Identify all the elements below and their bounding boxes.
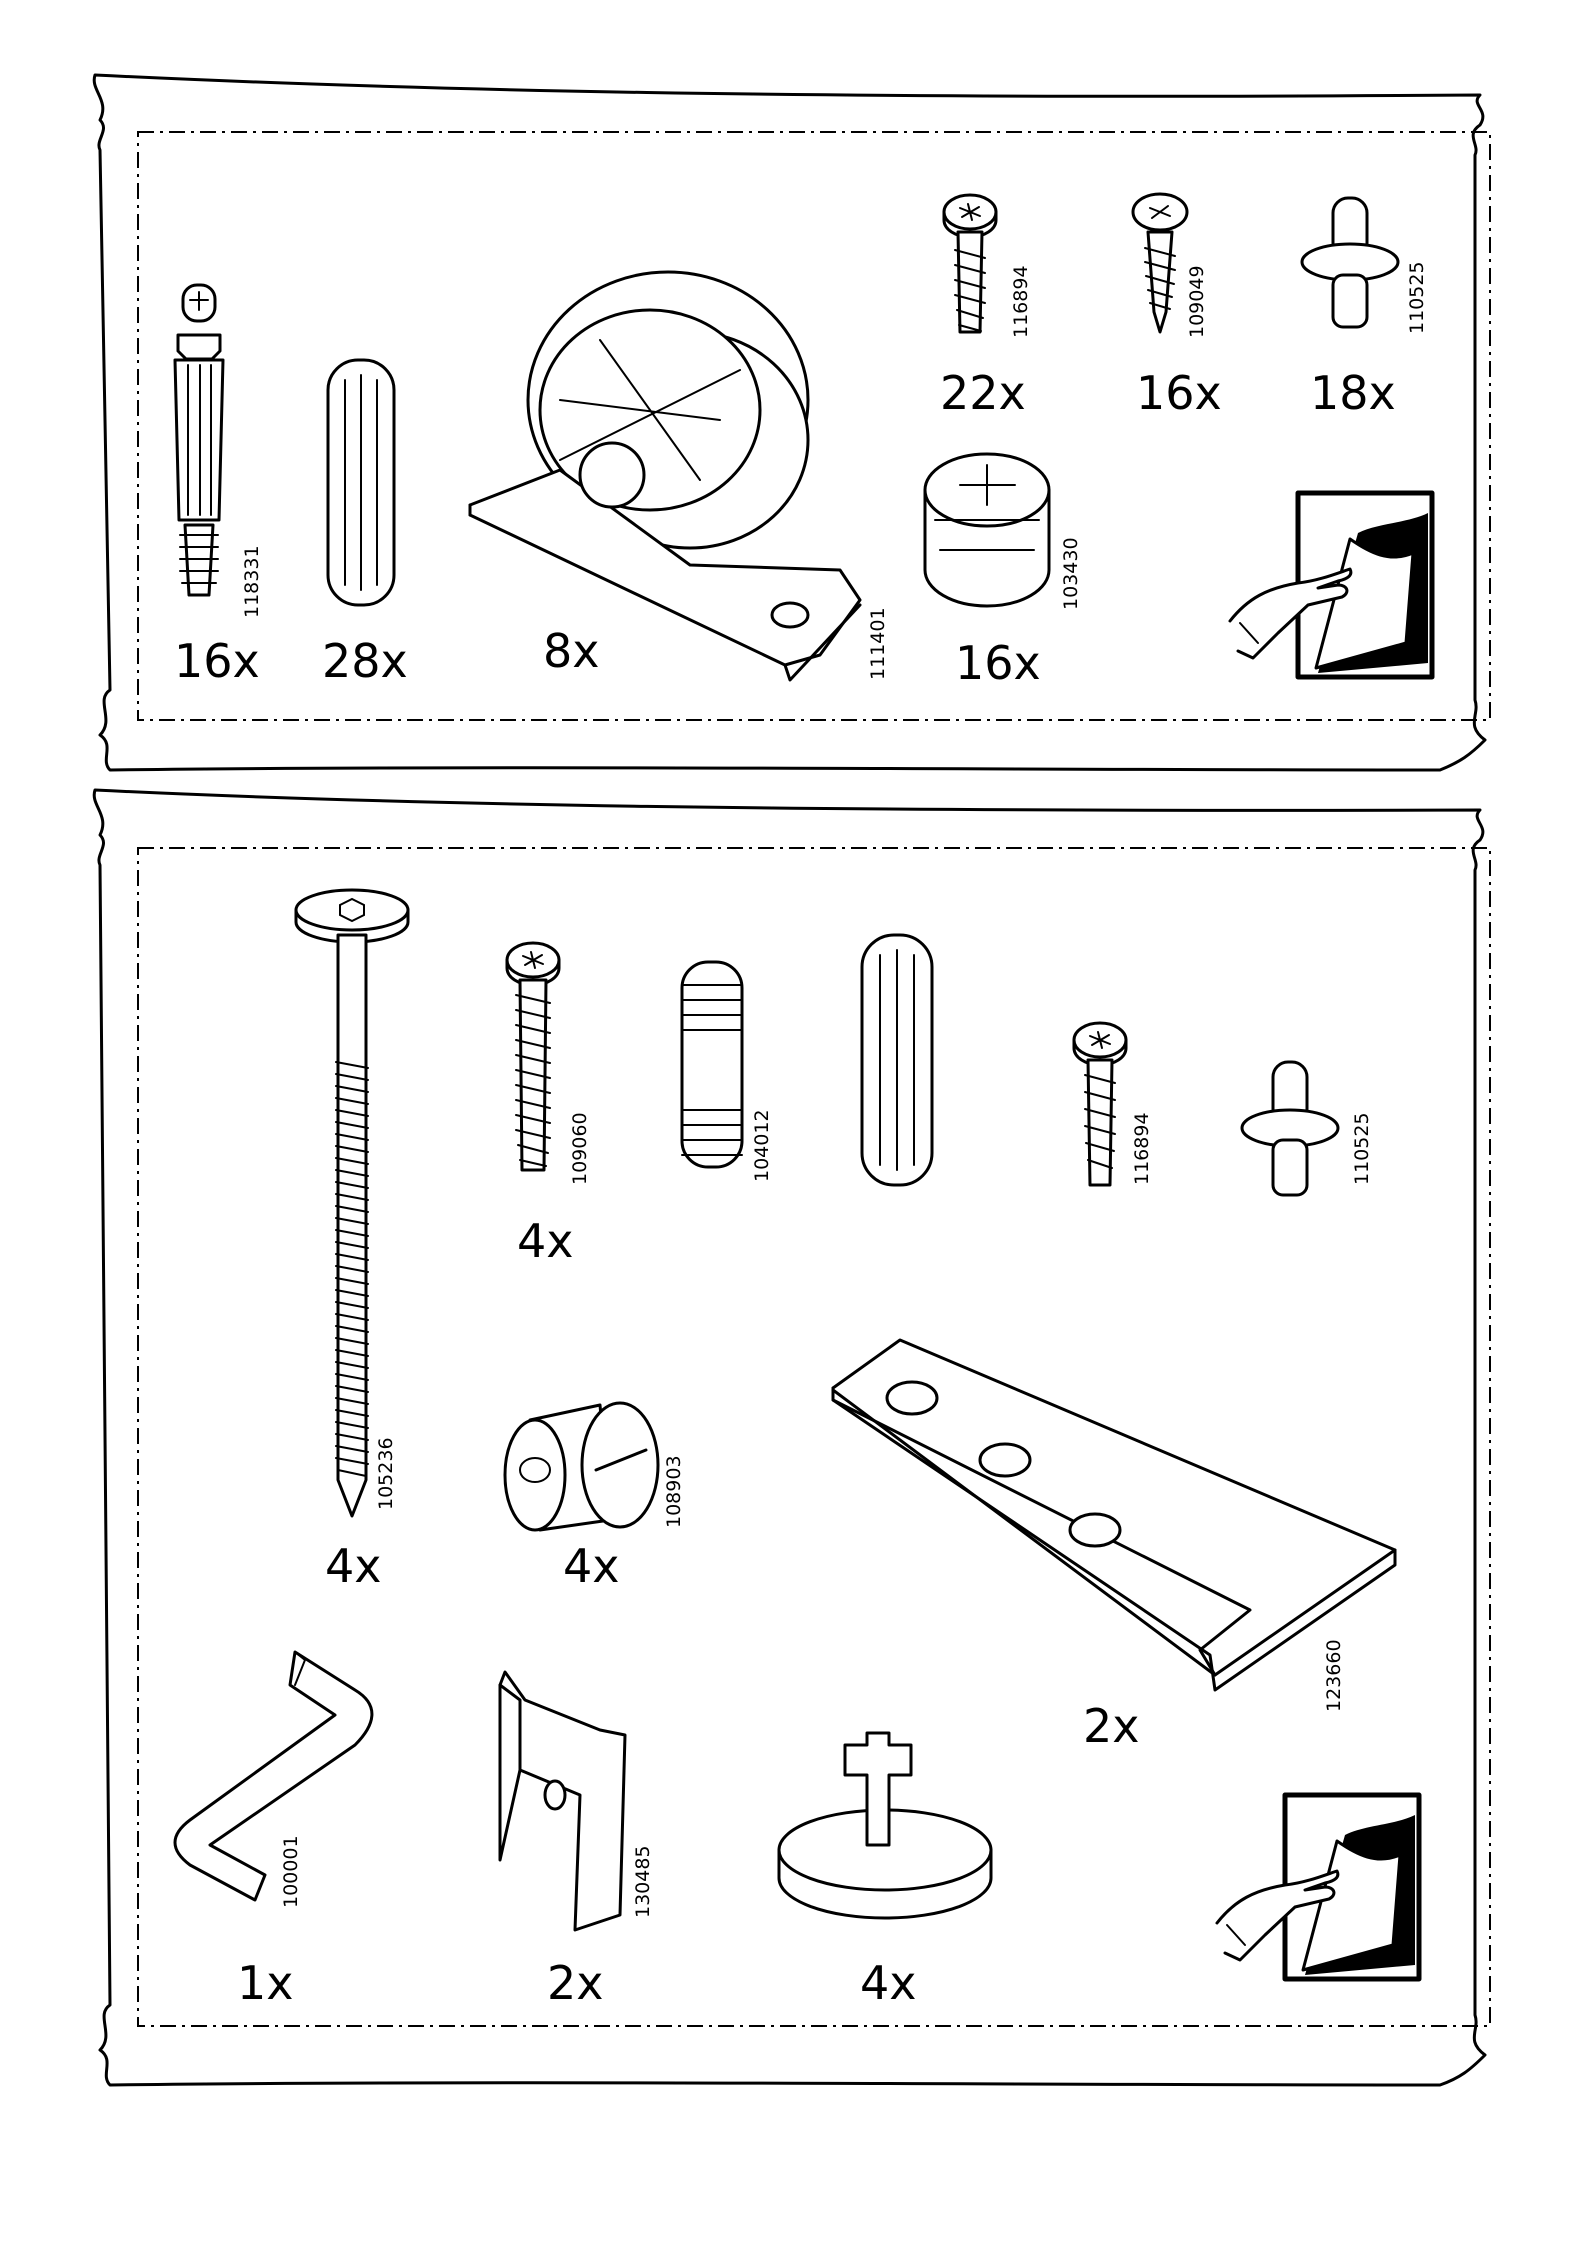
metal-clip-130485 — [500, 1672, 625, 1930]
wood-dowel-top — [328, 360, 394, 605]
screw-116894-bottom — [1074, 1023, 1126, 1185]
turn-page-icon — [1230, 493, 1432, 677]
part-no-l-bracket: 123660 — [1325, 1639, 1344, 1712]
part-no-cam-lock: 103430 — [1062, 537, 1081, 610]
cam-lock-103430 — [925, 454, 1049, 606]
shelf-pin-110525-top — [1302, 198, 1398, 327]
turn-page-icon — [1217, 1795, 1419, 1979]
threaded-dowel-104012 — [682, 962, 742, 1167]
wood-screw-109049 — [1133, 194, 1187, 332]
part-no-caster: 111401 — [869, 607, 888, 680]
qty-cam-bolt: 16x — [174, 638, 260, 684]
shelf-pin-110525-bottom — [1242, 1062, 1338, 1195]
qty-furniture-foot: 4x — [860, 1960, 917, 2006]
part-no-shelf-pin-top: 110525 — [1408, 261, 1427, 334]
part-no-wood-screw: 109049 — [1188, 265, 1207, 338]
part-no-cam-bolt: 118331 — [243, 545, 262, 618]
screw-116894-top — [944, 195, 996, 332]
cam-bolt-118331 — [175, 285, 223, 595]
qty-caster: 8x — [543, 628, 600, 674]
part-no-metal-clip: 130485 — [634, 1845, 653, 1918]
caster-wheel-111401 — [470, 272, 860, 680]
part-no-screw-bottom: 116894 — [1133, 1112, 1152, 1185]
part-no-shelf-pin-bottom: 110525 — [1353, 1112, 1372, 1185]
part-no-long-bolt: 105236 — [377, 1437, 396, 1510]
wood-dowel-bottom — [862, 935, 932, 1185]
qty-wood-dowel-top: 28x — [322, 638, 408, 684]
furniture-foot — [779, 1733, 991, 1918]
part-no-screw-109060: 109060 — [571, 1112, 590, 1185]
allen-key-100001 — [175, 1652, 372, 1900]
qty-cam-lock: 16x — [955, 640, 1041, 686]
long-bolt-105236 — [296, 890, 408, 1516]
qty-shelf-pin-top: 18x — [1310, 370, 1396, 416]
screw-109060 — [507, 943, 559, 1170]
qty-allen-key: 1x — [237, 1960, 294, 2006]
part-no-barrel-nut: 108903 — [665, 1455, 684, 1528]
qty-l-bracket: 2x — [1083, 1703, 1140, 1749]
qty-barrel-nut: 4x — [563, 1543, 620, 1589]
part-no-allen-key: 100001 — [282, 1835, 301, 1908]
qty-wood-screw: 16x — [1136, 370, 1222, 416]
qty-screw-109060: 4x — [517, 1218, 574, 1264]
part-no-screw-top: 116894 — [1012, 265, 1031, 338]
part-no-threaded-dowel: 104012 — [753, 1109, 772, 1182]
qty-long-bolt: 4x — [325, 1543, 382, 1589]
l-bracket-123660 — [833, 1340, 1395, 1690]
qty-metal-clip: 2x — [547, 1960, 604, 2006]
barrel-nut-108903 — [505, 1403, 658, 1530]
qty-screw-top: 22x — [940, 370, 1026, 416]
